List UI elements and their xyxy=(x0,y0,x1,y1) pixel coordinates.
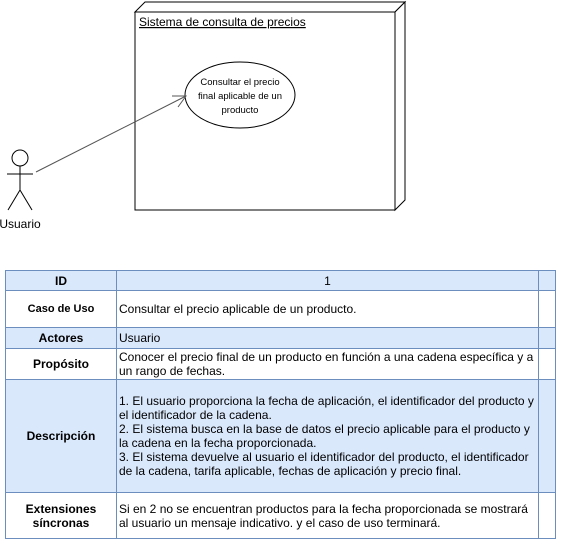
actor-stick-figure xyxy=(7,149,33,211)
system-boundary-title: Sistema de consulta de precios xyxy=(139,15,306,29)
descripcion-line-6: de la cadena, tarifa aplicable, fechas d… xyxy=(119,464,462,478)
proposito-label: Propósito xyxy=(5,348,117,380)
id-label: ID xyxy=(5,270,117,291)
table-row-extensiones: Extensiones síncronas Si en 2 no se encu… xyxy=(5,492,556,539)
descripcion-line-4: la cadena en la fecha proporcionada. xyxy=(119,436,317,450)
extensiones-label: Extensiones síncronas xyxy=(5,492,117,539)
table-row-descripcion: Descripción 1. El usuario proporciona la… xyxy=(5,379,556,493)
id-value: 1 xyxy=(116,270,539,291)
caso-de-uso-label: Caso de Uso xyxy=(5,290,117,328)
use-case-label-line-1: Consultar el precio xyxy=(200,77,279,88)
actores-label: Actores xyxy=(5,327,117,349)
proposito-line-1: Conocer el precio final de un producto e… xyxy=(119,350,534,364)
use-case-label-line-3: producto xyxy=(222,105,259,116)
extensiones-line-2: al usuario un mensaje indicativo. y el c… xyxy=(119,515,441,530)
use-case-label-line-2: final aplicable de un xyxy=(198,91,282,102)
table-row-caso-de-uso: Caso de Uso Consultar el precio aplicabl… xyxy=(5,290,556,328)
descripcion-line-1: 1. El usuario proporciona la fecha de ap… xyxy=(119,394,534,408)
table-row-id: ID 1 xyxy=(5,270,556,291)
actores-value: Usuario xyxy=(116,327,539,349)
caso-de-uso-value: Consultar el precio aplicable de un prod… xyxy=(116,290,539,328)
association-arrow xyxy=(35,95,187,173)
descripcion-line-3: 2. El sistema busca en la base de datos … xyxy=(119,422,530,436)
descripcion-line-5: 3. El sistema devuelve al usuario el ide… xyxy=(119,450,529,464)
use-case-ellipse xyxy=(184,61,296,129)
extensiones-line-1: Si en 2 no se encuentran productos para … xyxy=(119,501,528,516)
descripcion-label: Descripción xyxy=(5,379,117,493)
use-case-diagram: Sistema de consulta de precios Consultar… xyxy=(0,0,407,231)
proposito-value: Conocer el precio final de un producto e… xyxy=(116,348,539,380)
table-row-actores: Actores Usuario xyxy=(5,327,556,349)
proposito-line-2: un rango de fechas. xyxy=(119,364,226,378)
table-row-proposito: Propósito Conocer el precio final de un … xyxy=(5,348,556,380)
extensiones-label-line-2: síncronas xyxy=(32,515,90,530)
extensiones-value: Si en 2 no se encuentran productos para … xyxy=(116,492,539,539)
use-case-table: ID 1 Caso de Uso Consultar el precio apl… xyxy=(5,270,556,539)
actor-label: Usuario xyxy=(0,217,41,231)
descripcion-line-2: el identificador de la cadena. xyxy=(119,408,272,422)
extensiones-label-line-1: Extensiones xyxy=(25,501,97,516)
descripcion-value: 1. El usuario proporciona la fecha de ap… xyxy=(116,379,539,493)
